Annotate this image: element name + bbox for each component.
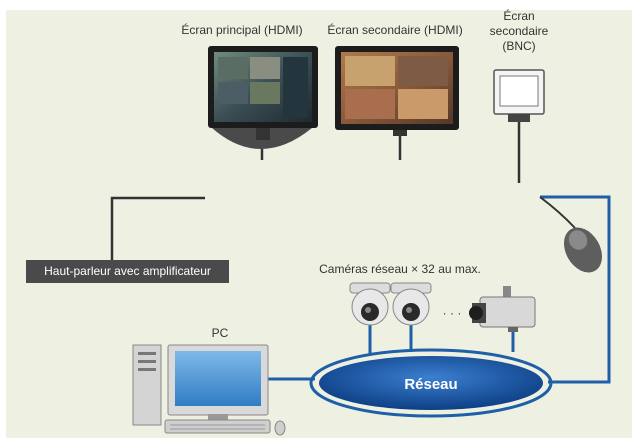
dome-camera-2-icon <box>390 282 432 326</box>
speaker-cable <box>110 196 205 262</box>
secondary-hdmi-screen-label: Écran secondaire (HDMI) <box>327 23 463 37</box>
main-screen-label: Écran principal (HDMI) <box>181 23 303 37</box>
network-node <box>309 348 553 418</box>
network-lines <box>265 195 611 384</box>
main-monitor-icon <box>208 46 318 149</box>
dome-camera-1-icon <box>349 282 391 326</box>
network-label: Réseau <box>404 376 457 393</box>
secondary-hdmi-monitor-icon <box>335 46 459 136</box>
box-camera-icon <box>469 286 536 332</box>
bnc-monitor-icon <box>493 69 545 122</box>
camera-ellipsis: · · · <box>442 306 462 320</box>
pc-label: PC <box>211 326 229 340</box>
secondary-bnc-screen-label: Écran secondaire (BNC) <box>489 9 549 53</box>
mouse-icon <box>539 196 602 273</box>
cameras-label: Caméras réseau × 32 au max. <box>319 262 481 276</box>
speaker-label: Haut-parleur avec amplificateur <box>26 260 229 283</box>
pc-icon <box>132 344 286 436</box>
